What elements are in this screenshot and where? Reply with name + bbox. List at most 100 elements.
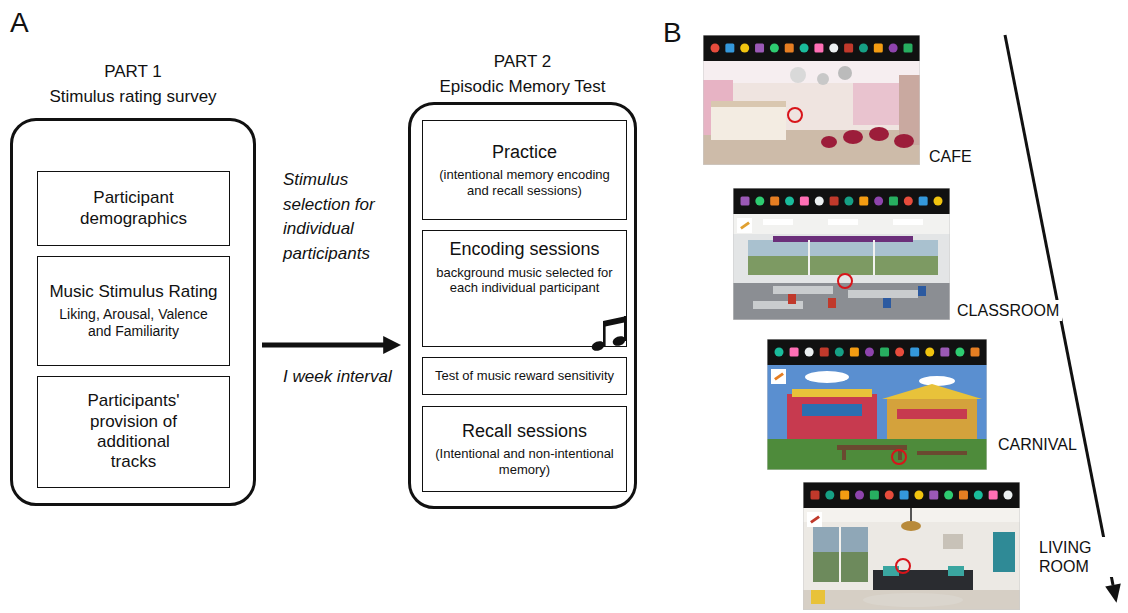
object-icon	[840, 491, 849, 500]
object-icon	[805, 348, 814, 357]
object-icon	[830, 197, 839, 206]
scene-shape	[873, 240, 875, 275]
scene-shape	[803, 508, 1020, 522]
object-icon	[974, 491, 983, 500]
cue-box	[807, 512, 822, 527]
box-title: Music Stimulus Rating	[49, 282, 217, 302]
process-box: Participants' provision of additional tr…	[37, 376, 230, 488]
object-icon	[889, 197, 898, 206]
object-icon	[889, 44, 898, 53]
scene-shape	[748, 240, 938, 275]
scene-shape	[910, 508, 912, 522]
scene-shape	[828, 298, 836, 308]
object-icon	[859, 197, 868, 206]
object-icon	[785, 44, 794, 53]
box-detail: (intentional memory encoding and recall …	[431, 167, 619, 198]
cue-box	[737, 218, 752, 233]
photo-frame	[703, 35, 920, 165]
object-strip	[703, 35, 920, 61]
stage-panel: PART 1Stimulus rating surveyParticipant …	[10, 118, 256, 506]
object-icon	[775, 348, 784, 357]
scene-photo	[733, 188, 950, 320]
scene-shape	[711, 105, 786, 140]
object-icon	[790, 348, 799, 357]
box-title: Practice	[492, 142, 557, 164]
object-icon	[844, 197, 853, 206]
object-icon	[1004, 491, 1013, 500]
object-icon	[904, 44, 913, 53]
object-icon	[814, 44, 823, 53]
object-icon	[895, 348, 904, 357]
scene-shape	[703, 61, 920, 83]
object-icon	[900, 491, 909, 500]
process-box: Test of music reward sensitivity	[422, 357, 627, 395]
target-ring	[892, 450, 906, 464]
scene-illustrations	[703, 35, 1020, 610]
scene-shape	[869, 127, 889, 141]
object-icon	[940, 348, 949, 357]
object-icon	[755, 44, 764, 53]
panel-letter: B	[663, 16, 682, 50]
object-icon	[910, 348, 919, 357]
object-icon	[944, 491, 953, 500]
process-box: Recall sessions(Intentional and non-inte…	[422, 406, 627, 492]
cue-object	[740, 221, 750, 229]
object-icon	[855, 491, 864, 500]
scene-shape	[703, 61, 920, 165]
scene-shape	[803, 590, 1020, 610]
scene-shape	[863, 593, 963, 607]
object-icon	[800, 197, 809, 206]
scene-shape	[733, 283, 950, 320]
note-beam	[603, 316, 627, 327]
scene-shape	[803, 508, 1020, 610]
target-ring	[838, 274, 852, 288]
scene-shape	[901, 521, 921, 531]
object-icon	[870, 491, 879, 500]
scene-name: CARNIVAL	[995, 434, 1080, 455]
object-icon	[825, 491, 834, 500]
photo-frame	[767, 339, 987, 470]
panel-letter: A	[10, 6, 29, 40]
scene-shape	[843, 130, 863, 144]
object-icon	[740, 44, 749, 53]
object-icon	[829, 44, 838, 53]
scene-shape	[828, 219, 858, 225]
scene-shape	[918, 286, 926, 296]
scene-shape	[893, 219, 923, 225]
scene-shape	[802, 404, 862, 416]
box-detail: Liking, Arousal, Valence and Familiarity	[49, 306, 219, 340]
scene-shape	[767, 365, 987, 470]
scene-shape	[821, 136, 837, 148]
object-icon	[725, 44, 734, 53]
object-icon	[755, 197, 764, 206]
box-title: Participant demographics	[46, 188, 221, 229]
object-icon	[820, 348, 829, 357]
object-strip	[733, 188, 950, 214]
panel-heading: PART 1Stimulus rating survey	[0, 61, 273, 108]
process-box: Participant demographics	[37, 171, 230, 246]
scene-shape	[897, 409, 967, 419]
process-box: Encoding sessionsbackground music select…	[422, 230, 627, 347]
object-icon	[850, 348, 859, 357]
scene-shape	[805, 371, 849, 383]
object-icon	[741, 197, 750, 206]
scene-shape	[773, 286, 833, 294]
object-icon	[934, 197, 943, 206]
photo-frame	[803, 482, 1020, 610]
object-icon	[880, 348, 889, 357]
object-icon	[885, 491, 894, 500]
scene-shape	[848, 290, 918, 298]
box-detail: background music selected for each indiv…	[431, 265, 619, 296]
music-note-icon	[590, 316, 626, 353]
part-heading: PART 1	[13, 61, 253, 82]
object-icon	[929, 491, 938, 500]
object-strip	[767, 339, 987, 365]
scene-shape	[842, 450, 846, 460]
scene-photo	[703, 35, 920, 165]
arrow-note: I week interval	[283, 365, 393, 390]
scene-photo	[803, 482, 1020, 610]
scene-shape	[817, 73, 829, 85]
target-ring	[788, 108, 802, 122]
scene-shape	[894, 134, 914, 148]
